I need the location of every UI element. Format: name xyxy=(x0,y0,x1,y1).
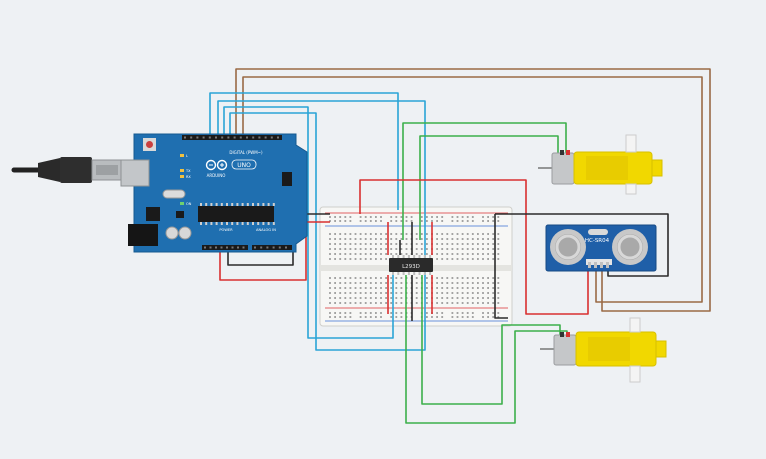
l-led-label: L xyxy=(186,154,188,158)
wire-red[interactable] xyxy=(359,179,589,315)
ultrasonic-sensor[interactable]: HC-SR04 xyxy=(545,224,657,272)
wire-green[interactable] xyxy=(421,275,561,405)
tx-led xyxy=(180,169,184,172)
arduino-logo xyxy=(205,159,228,171)
chip-pins xyxy=(392,255,432,275)
brand-label: ARDUINO xyxy=(207,173,226,178)
wire-red[interactable] xyxy=(219,221,330,281)
usb-port[interactable] xyxy=(120,159,150,187)
usb-cable[interactable] xyxy=(11,157,123,183)
motor-can xyxy=(553,334,577,366)
uno-logo-text: UNO xyxy=(237,162,251,169)
power-jack[interactable] xyxy=(128,224,158,246)
digital-label: DIGITAL (PWM~) xyxy=(229,150,263,155)
digital-header[interactable] xyxy=(182,135,282,140)
wire-green[interactable] xyxy=(402,122,567,240)
bottom-pins[interactable] xyxy=(204,246,287,249)
atmega-chip xyxy=(198,206,274,222)
wire-blue[interactable] xyxy=(209,92,399,210)
wire-green[interactable] xyxy=(419,135,559,240)
uno-badge xyxy=(231,159,257,170)
l293d-chip[interactable]: L293D xyxy=(389,255,433,275)
wire-brown[interactable] xyxy=(235,68,711,312)
l-led xyxy=(180,154,184,157)
motor-can xyxy=(551,152,575,185)
analog-header[interactable] xyxy=(252,245,292,250)
mcu-pins xyxy=(200,203,275,225)
rx-label: RX xyxy=(186,175,191,179)
sensor-label: HC-SR04 xyxy=(585,238,610,244)
on-led xyxy=(180,202,184,205)
sensor-pins[interactable] xyxy=(588,262,609,268)
wire-blue[interactable] xyxy=(217,100,426,351)
wire-brown[interactable] xyxy=(242,76,703,303)
gear-motor-bottom[interactable] xyxy=(540,317,667,383)
gear-motor-top[interactable] xyxy=(538,134,663,195)
tx-label: TX xyxy=(185,169,191,173)
wires[interactable] xyxy=(209,68,711,424)
capacitor xyxy=(165,226,179,240)
arduino-uno-board[interactable]: DIGITAL (PWM~) TX RX L ARDUINO UNO ON xyxy=(120,133,308,253)
crystal xyxy=(162,189,186,199)
capacitor xyxy=(178,226,192,240)
power-header[interactable] xyxy=(202,245,248,250)
rx-led xyxy=(180,175,184,178)
regulator xyxy=(146,207,160,221)
reset-button-cap[interactable] xyxy=(146,141,153,148)
motor-wheel-hub xyxy=(625,134,637,153)
analog-label: ANALOG IN xyxy=(256,228,276,232)
chip-label: L293D xyxy=(402,264,420,270)
wire-green[interactable] xyxy=(405,275,568,424)
motor-wheel-hub xyxy=(629,317,641,333)
digital-pins[interactable] xyxy=(184,136,279,139)
power-label: POWER xyxy=(219,228,233,232)
sensor-crystal xyxy=(588,229,608,235)
wire-black[interactable] xyxy=(494,214,508,319)
icsp-header xyxy=(282,172,292,186)
wire-black[interactable] xyxy=(495,213,669,277)
on-label: ON xyxy=(186,202,192,206)
